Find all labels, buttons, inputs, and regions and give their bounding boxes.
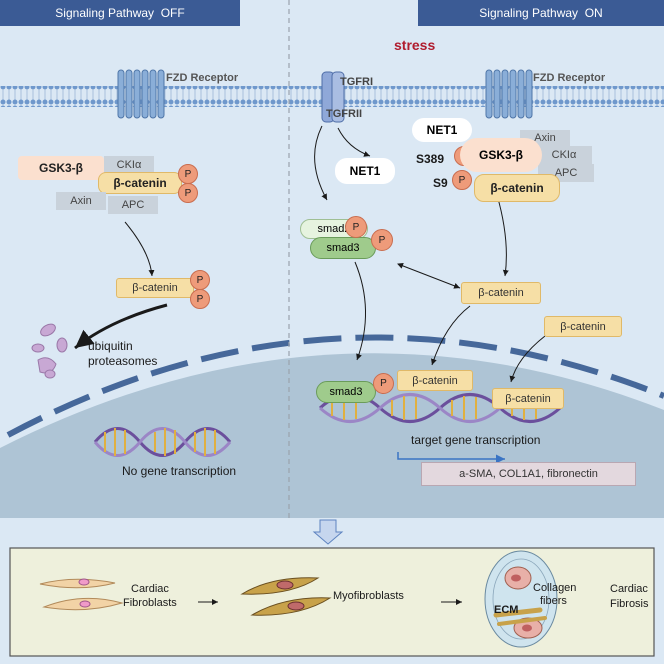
tgf-receptor-shape (321, 71, 345, 123)
collagen-label-2: fibers (540, 595, 567, 607)
ck1a-left: CKIα (104, 156, 154, 174)
collagen-label-1: Collagen (533, 582, 577, 594)
cardiac-fibroblasts-label-1: Cardiac (131, 583, 169, 595)
beta-catenin-nuclear-2: β-catenin (492, 388, 564, 409)
arrow-bcat-right-to-nucleus (509, 335, 546, 383)
net1-free: NET1 (335, 158, 395, 184)
fzd-receptor-left-shape (117, 69, 165, 119)
phospho-smad3: P (371, 229, 393, 251)
phospho-s9: P (452, 170, 472, 190)
fzd-receptor-left-label: FZD Receptor (166, 72, 239, 84)
arrow-complex-to-bcat (124, 221, 155, 277)
tgfri-label: TGFRI (340, 76, 373, 88)
arrow-complex-to-bcat-right (496, 194, 509, 277)
phospho-smad2: P (345, 216, 367, 238)
fibrosis-tissue (484, 550, 558, 648)
proteasome-fragments (31, 323, 68, 379)
axin-left: Axin (56, 192, 106, 210)
target-transcription-label: target gene transcription (411, 433, 541, 447)
beta-catenin-right: β-catenin (544, 316, 622, 337)
beta-catenin-mid: β-catenin (461, 282, 541, 304)
header-pathway-on: Signaling Pathway ON (418, 0, 664, 26)
arrow-bcat-to-nucleus (431, 305, 471, 366)
arrow-smad-bcat-interaction (397, 263, 461, 289)
beta-catenin-complex-left: β-catenin (98, 172, 182, 194)
smad3-nuclear: smad3 (316, 381, 376, 403)
myofibroblast-cells (240, 577, 332, 616)
gsk3b-left: GSK3-β (18, 156, 104, 180)
products-box: a-SMA, COL1A1, fibronectin (421, 462, 636, 486)
phospho-left-4: P (190, 289, 210, 309)
arrow-to-proteasome (74, 303, 168, 350)
phospho-left-1: P (178, 164, 198, 184)
ecm-label: ECM (494, 604, 519, 616)
tgfrii-label: TGFRII (326, 108, 363, 120)
fibroblast-cells (39, 578, 124, 611)
apc-left: APC (108, 196, 158, 214)
beta-catenin-free-left: β-catenin (116, 278, 194, 298)
arrow-tgfr-to-smad (314, 125, 328, 201)
phospho-left-3: P (190, 270, 210, 290)
phospho-smad3-nuclear: P (373, 373, 394, 394)
header-pathway-off: Signaling Pathway OFF (0, 0, 240, 26)
beta-catenin-complex-right: β-catenin (474, 174, 560, 202)
cardiac-fibrosis-label-2: Fibrosis (610, 598, 649, 610)
arrow-tgfr-to-net1 (337, 127, 371, 157)
arrow-smad-to-nucleus (354, 261, 367, 361)
dna-left (93, 427, 232, 457)
fzd-receptor-right-label: FZD Receptor (533, 72, 606, 84)
ck1a-right: CKIα (536, 146, 592, 164)
nuclear-envelope (6, 334, 664, 438)
cardiac-fibrosis-label-1: Cardiac (610, 583, 648, 595)
cardiac-fibroblasts-label-2: Fibroblasts (123, 597, 177, 609)
stress-label: stress (394, 37, 436, 53)
s389-label: S389 (416, 152, 445, 166)
down-arrow (312, 519, 344, 545)
myofibroblasts-label: Myofibroblasts (333, 590, 404, 602)
ubiquitin-label: ubiquitin (88, 339, 133, 353)
s9-label: S9 (433, 176, 448, 190)
proteasomes-label: proteasomes (88, 354, 158, 368)
fzd-receptor-right-shape (485, 69, 533, 119)
no-transcription-label: No gene transcription (122, 464, 237, 478)
phospho-left-2: P (178, 183, 198, 203)
transcription-arrow (397, 452, 505, 464)
gsk3b-right: GSK3-β (460, 138, 542, 172)
net1-complex: NET1 (412, 118, 472, 142)
smad3: smad3 (310, 237, 376, 259)
beta-catenin-nuclear-1: β-catenin (397, 370, 473, 391)
